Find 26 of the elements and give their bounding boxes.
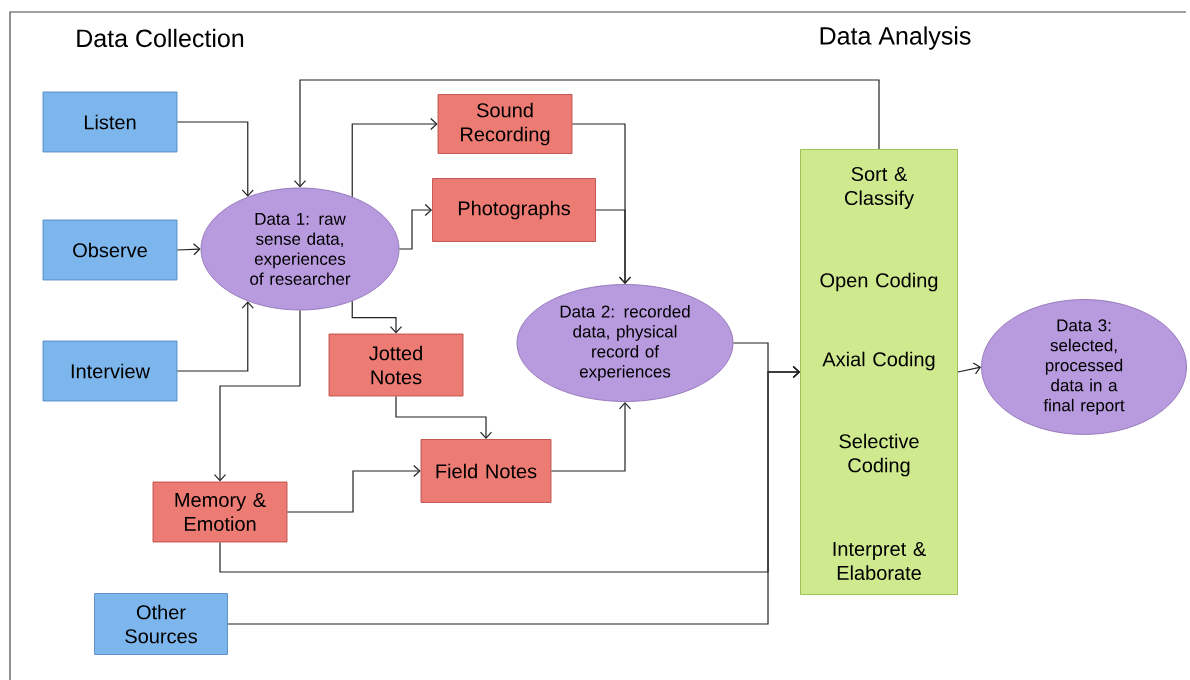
section-heading: Data Analysis (820, 26, 971, 50)
arrow (293, 79, 880, 188)
record-box: Photographs (432, 178, 596, 242)
arrow (286, 464, 421, 513)
arrow (351, 117, 438, 198)
arrow (176, 121, 254, 197)
section-heading: Data Collection (77, 28, 244, 48)
input-box: Other Sources (94, 593, 228, 655)
arrow (957, 362, 982, 375)
record-box: Sound Recording (437, 94, 573, 154)
record-box: Memory & Emotion (152, 481, 288, 543)
arrow (176, 243, 201, 256)
arrow (176, 301, 254, 372)
arrow (595, 209, 632, 285)
input-box: Listen (42, 91, 178, 153)
arrow (351, 300, 403, 334)
input-box: Interview (42, 340, 178, 402)
arrow (395, 395, 493, 440)
analysis-band: Sort & Classify Open Coding Axial Coding Selective Coding Interpret & Elaborate (800, 149, 958, 595)
arrow (398, 203, 433, 250)
input-box: Observe (42, 219, 178, 281)
arrow (227, 365, 801, 625)
arrow (550, 401, 632, 472)
record-box: Field Notes (420, 439, 552, 503)
arrow (213, 309, 301, 482)
record-box: Jotted Notes (328, 333, 464, 397)
